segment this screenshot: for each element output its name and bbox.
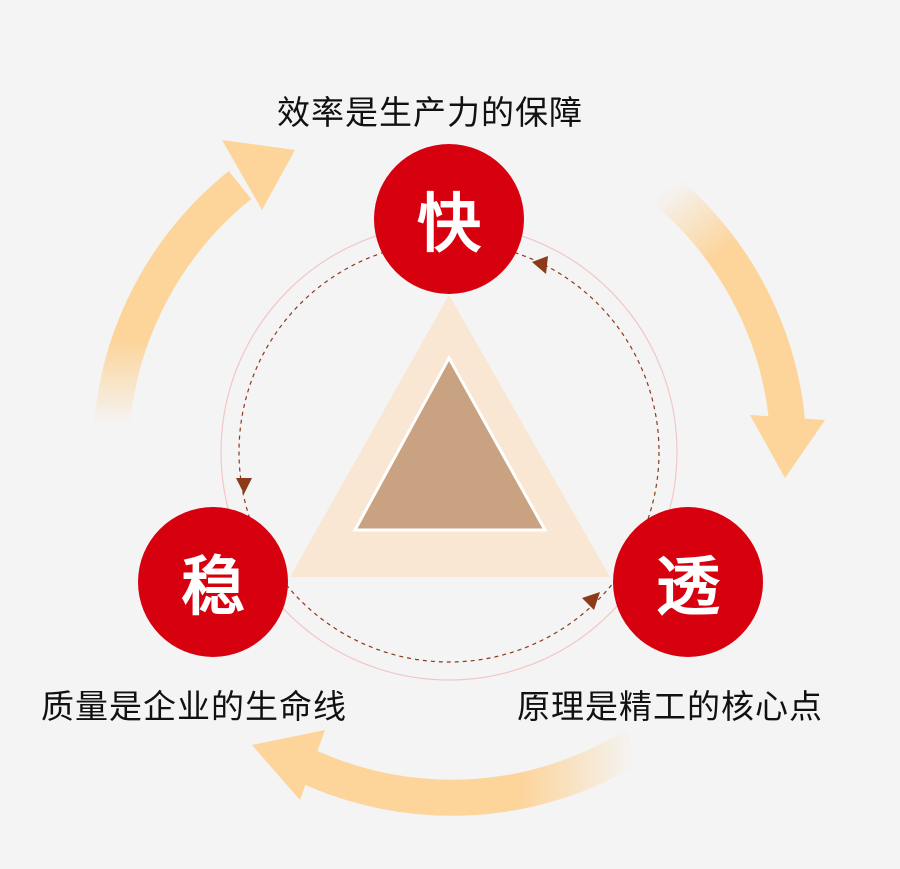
node-stable: 稳 — [138, 507, 288, 657]
cycle-arrow-bottom — [252, 729, 645, 816]
cycle-arrow-right — [653, 176, 825, 478]
caption-fast: 效率是生产力的保障 — [277, 93, 583, 132]
caption-thorough: 原理是精工的核心点 — [517, 687, 823, 726]
inner-triangle — [352, 354, 548, 532]
node-thorough: 透 — [613, 507, 763, 657]
arrowhead-icon — [252, 730, 325, 800]
dashed-arrowhead-icon — [236, 478, 252, 494]
dashed-arrowhead-icon — [532, 256, 548, 274]
cycle-arrow-left — [94, 140, 295, 427]
node-fast: 快 — [374, 144, 524, 294]
caption-stable: 质量是企业的生命线 — [41, 687, 347, 726]
arrowhead-icon — [750, 415, 825, 478]
dashed-arrowhead-icon — [582, 592, 600, 610]
dashed-cycle — [238, 241, 660, 663]
arrowhead-icon — [222, 140, 295, 210]
